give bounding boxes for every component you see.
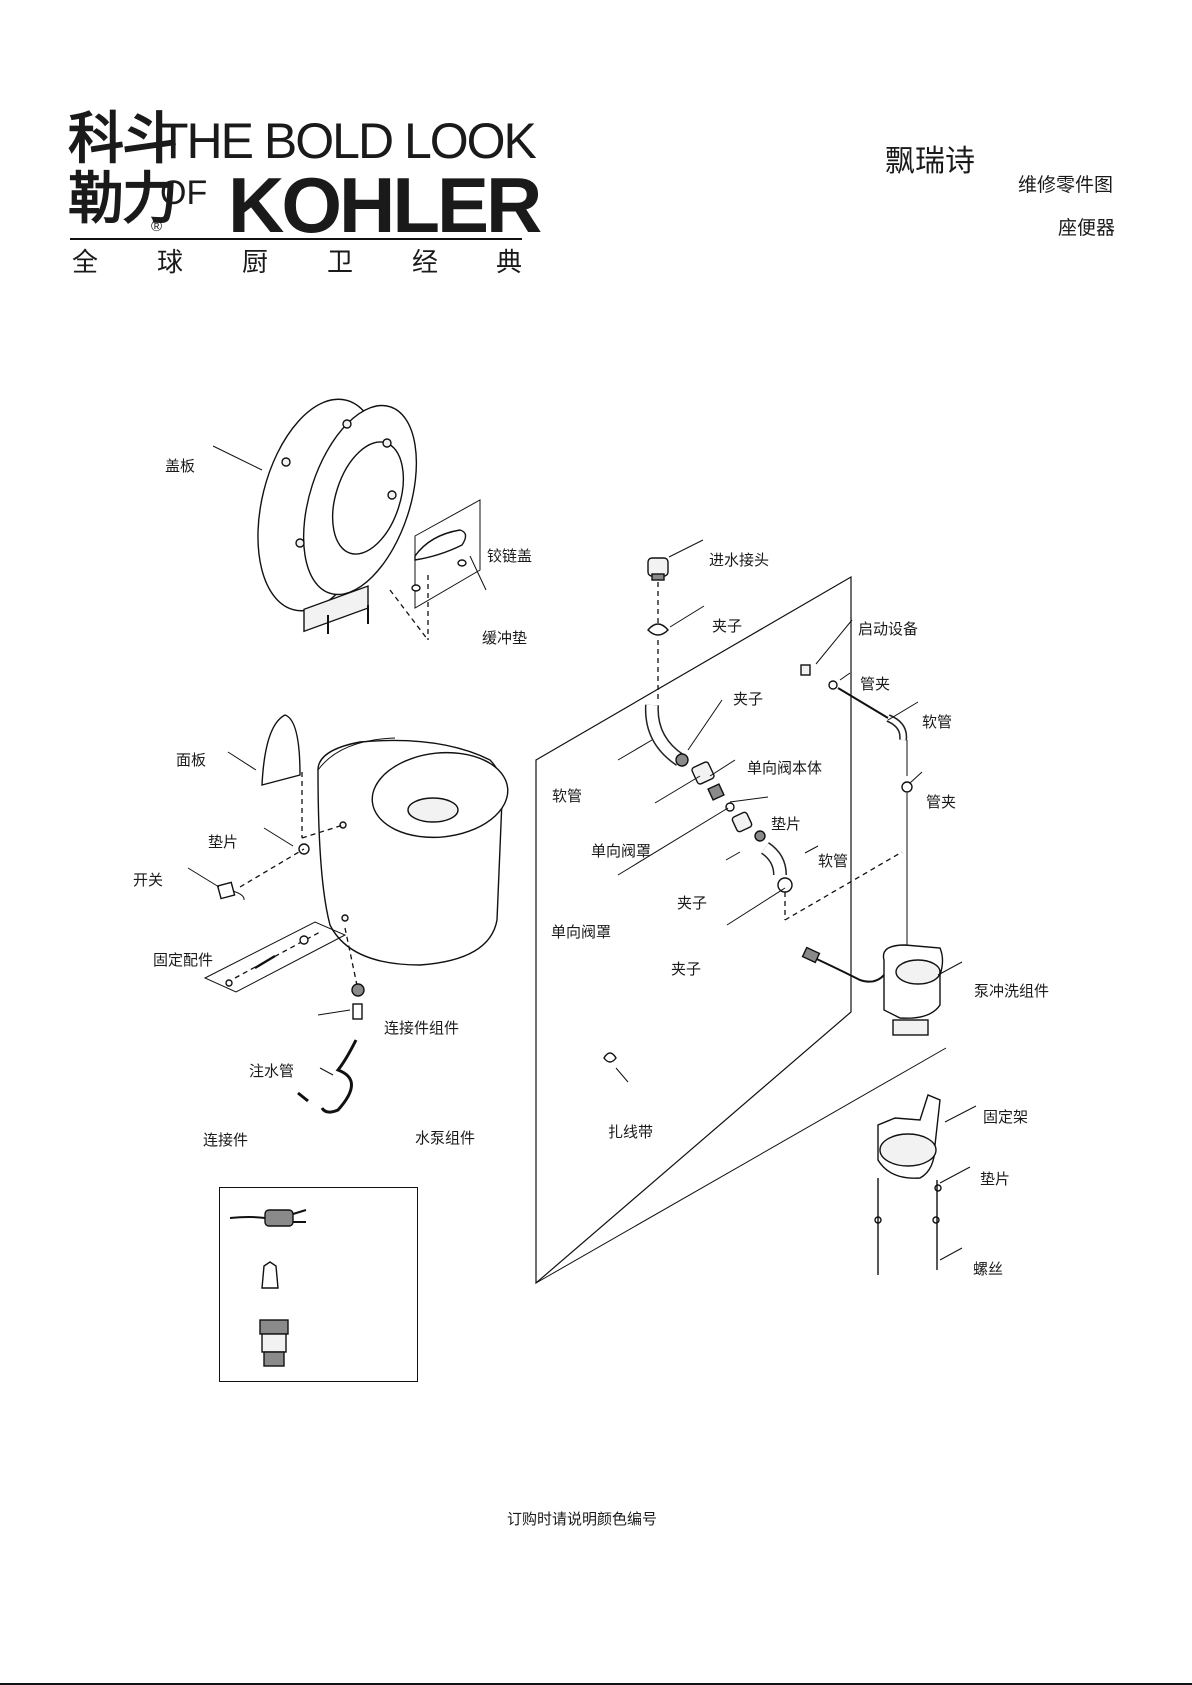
front-panel-drawing [262,715,300,785]
label-fill-tube: 注水管 [249,1062,294,1080]
label-check-valve-cover-2: 单向阀罩 [551,923,611,941]
inlet-fitting-part [648,558,668,580]
seat-lid-drawing [238,386,438,634]
label-hose-clamp-right: 管夹 [926,793,956,811]
switch-part [218,882,235,898]
connector-assembly-part [352,984,364,996]
label-hinge-cover: 铰链盖 [487,547,532,565]
label-hose-clamp-top: 管夹 [860,675,890,693]
hinge-cover-shape [415,530,466,560]
label-connector-assembly: 连接件组件 [384,1019,459,1037]
cable-gland-icon [260,1320,288,1366]
hose-clamp-right-part [902,782,912,792]
label-check-valve-body: 单向阀本体 [747,759,822,777]
check-valve-body-part [691,761,715,785]
label-hose-mid: 软管 [818,852,848,870]
label-gasket-mid: 垫片 [771,815,801,833]
label-hose-left: 软管 [552,787,582,805]
accessory-inset-box [219,1187,418,1382]
label-gasket-left: 垫片 [208,833,238,851]
label-check-valve-cover-1: 单向阀罩 [591,842,651,860]
cable-tie-part [604,1053,616,1062]
clip-top-part [648,624,668,635]
label-hose-right: 软管 [922,713,952,731]
label-bracket: 固定架 [983,1108,1028,1126]
label-fixing-kit: 固定配件 [153,951,213,969]
label-switch: 开关 [133,871,163,889]
label-clip-mid: 夹子 [733,690,763,708]
label-lid: 盖板 [165,457,195,475]
pump-flush-assembly-part [803,945,943,1035]
label-inlet-fitting: 进水接头 [709,551,769,569]
label-connector: 连接件 [203,1131,248,1149]
label-cable-tie: 扎线带 [608,1123,653,1141]
actuator-part [801,665,810,675]
label-panel: 面板 [176,751,206,769]
footer-order-note: 订购时请说明颜色编号 [507,1510,657,1528]
label-clip-bottom: 夹子 [671,960,701,978]
label-screw: 螺丝 [973,1260,1003,1278]
label-actuator: 启动设备 [858,620,918,638]
label-bumper: 缓冲垫 [482,629,527,647]
check-valve-cover-part [731,811,752,832]
accessory-inset-drawing [220,1188,417,1381]
label-pump-flush-assembly: 泵冲洗组件 [974,982,1049,1000]
power-plug-icon [230,1217,265,1218]
fill-tube-part [322,1040,356,1112]
bracket-part [878,1095,940,1178]
toilet-body-drawing [318,738,512,965]
hose-clamp-top-part [829,681,837,689]
clip-lower-part [778,878,792,892]
label-clip-top: 夹子 [712,617,742,635]
label-clip-lower: 夹子 [677,894,707,912]
label-gasket-bracket: 垫片 [980,1170,1010,1188]
wire-nut-icon [262,1262,278,1288]
label-pump-assembly: 水泵组件 [415,1129,475,1147]
